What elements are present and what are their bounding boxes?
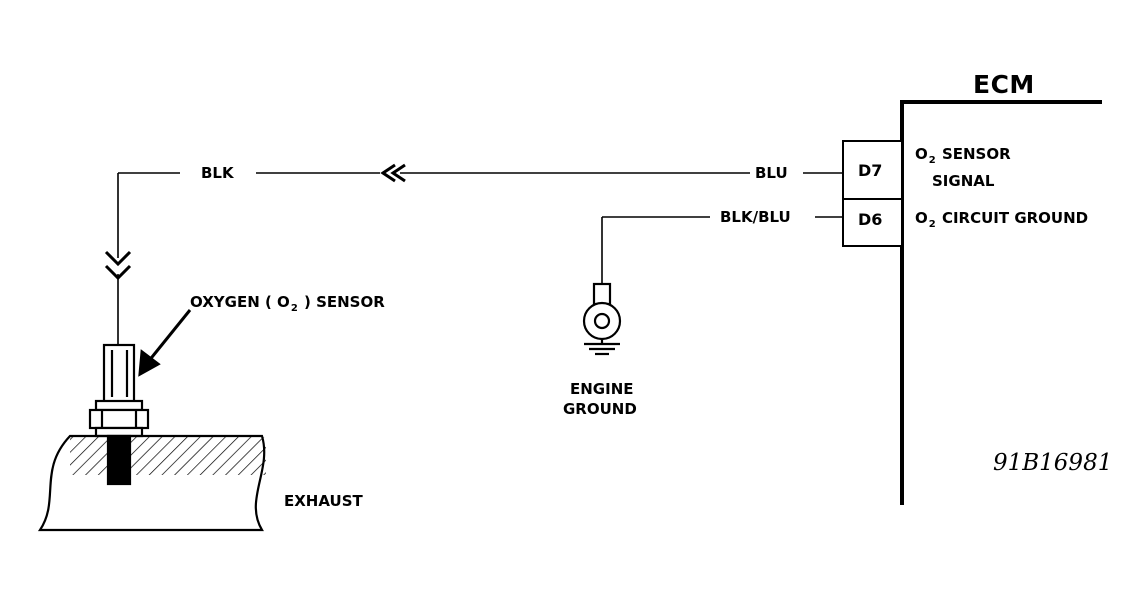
exhaust-pipe	[37, 434, 266, 532]
engine-ground-label-line2: GROUND	[563, 400, 637, 418]
engine-ground-symbol	[582, 282, 622, 356]
ecm-title: ECM	[973, 70, 1035, 99]
ground-wire	[601, 216, 843, 285]
figure-code: 91B16981	[993, 450, 1113, 476]
sensor-pointer-arrow	[138, 309, 192, 377]
oxygen-sensor-label: OXYGEN ( O2 ) SENSOR	[190, 293, 385, 314]
exhaust-label: EXHAUST	[284, 492, 363, 510]
wire-color-blk-blu: BLK/BLU	[720, 208, 791, 226]
pin-d6-box	[842, 198, 903, 247]
engine-ground-label-line1: ENGINE	[570, 380, 634, 398]
pin-d6-function: O2 CIRCUIT GROUND	[915, 209, 1089, 230]
pin-d7-label: D7	[858, 161, 883, 180]
inline-connector-vertical	[104, 250, 132, 281]
wire-color-blu: BLU	[755, 164, 788, 182]
ecm-connector	[842, 140, 903, 247]
signal-wire	[117, 172, 843, 345]
pin-d7-box	[842, 140, 903, 200]
pin-d7-function-line2: SIGNAL	[932, 172, 995, 190]
wire-color-blk: BLK	[201, 164, 234, 182]
pin-d7-function-line1: O2 SENSOR	[915, 145, 1011, 166]
inline-connector-horizontal	[380, 163, 406, 183]
pin-d6-label: D6	[858, 210, 883, 229]
